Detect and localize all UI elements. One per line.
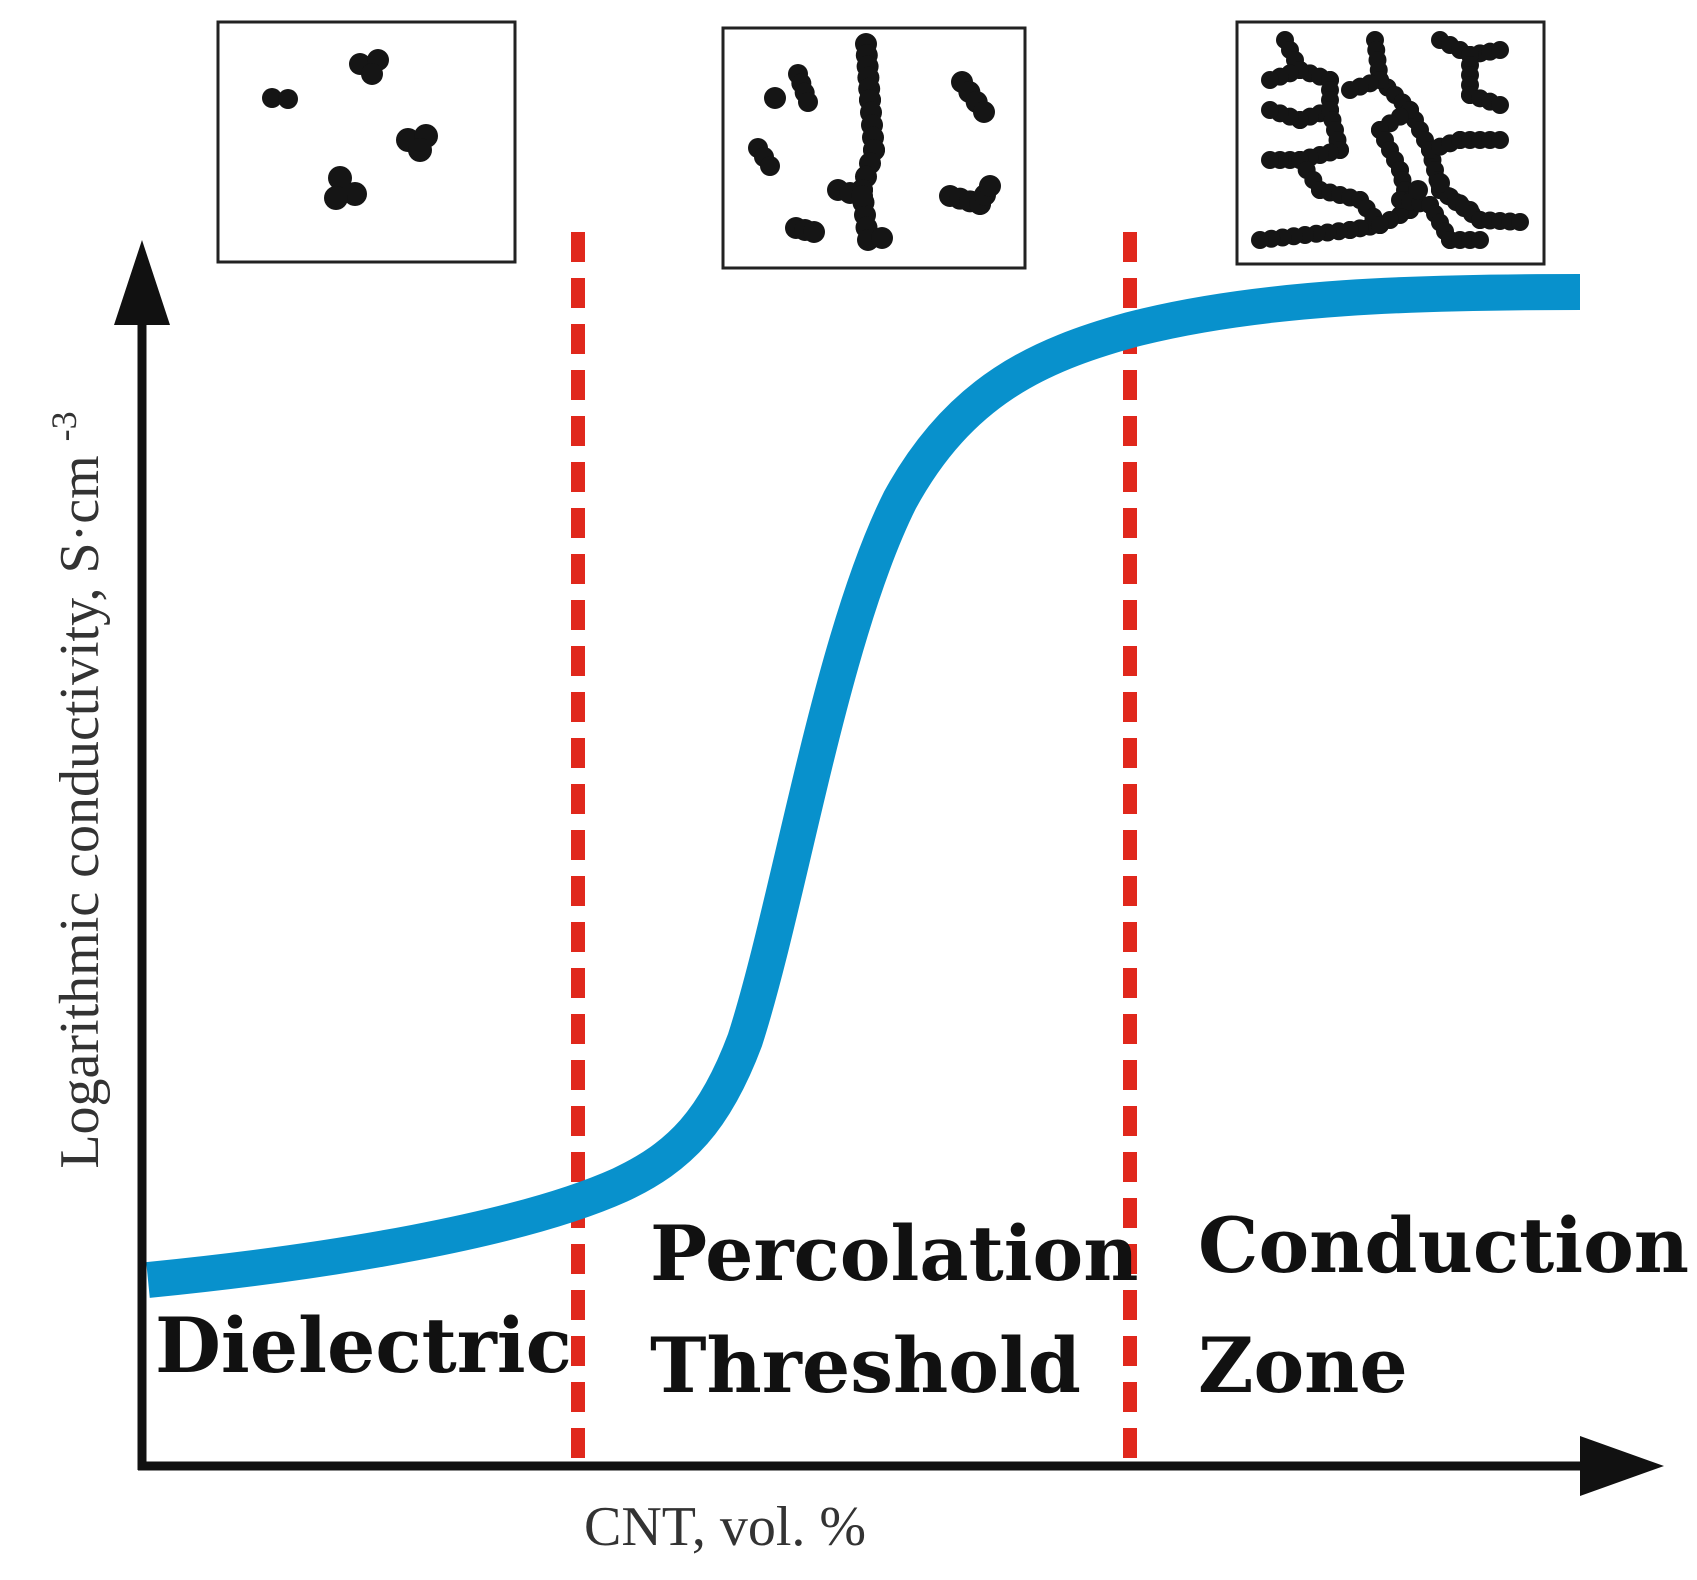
inset-panel-network <box>1235 20 1546 266</box>
chain-particle <box>1511 213 1529 231</box>
isolated-particle <box>871 227 893 249</box>
x-axis-label: CNT, vol. % <box>584 1496 866 1558</box>
chain-particle <box>1471 231 1489 249</box>
y-axis-label-text: Logarithmic conductivity, S·cm <box>49 455 111 1168</box>
chain-particle <box>760 156 780 176</box>
zone-label-percolation-line-2: Threshold <box>650 1321 1081 1410</box>
zone-label-conduction-line-1: Conduction <box>1198 1201 1689 1290</box>
inset-panel-dispersed <box>216 20 517 264</box>
y-axis-label: Logarithmic conductivity, S·cm -3 <box>44 411 111 1168</box>
chain-particle <box>803 221 825 243</box>
percolated-network-icon <box>1251 31 1529 249</box>
cluster-particle <box>408 138 432 162</box>
chain-particle <box>1261 101 1279 119</box>
chain-particle <box>1341 81 1359 99</box>
network-particle <box>1430 173 1450 193</box>
inset-panel-chains <box>721 26 1027 270</box>
chain-particle <box>1261 71 1279 89</box>
chain-particle <box>851 185 873 207</box>
dispersed-particles-icon <box>262 49 438 210</box>
chain-particle <box>979 175 1001 197</box>
cluster-particle <box>361 63 383 85</box>
cluster-particle <box>343 182 367 206</box>
chain-particle <box>1371 216 1389 234</box>
y-axis-arrowhead-icon <box>114 240 170 325</box>
chain-particle <box>798 92 818 112</box>
chain-particle <box>1261 151 1279 169</box>
x-axis-arrowhead-icon <box>1580 1436 1664 1496</box>
zone-label-conduction-line-2: Zone <box>1198 1321 1408 1410</box>
zone-label-percolation-line-1: Percolation <box>650 1209 1139 1298</box>
chain-particle <box>973 101 995 123</box>
y-axis-label-unit-exponent: -3 <box>44 411 84 441</box>
conductivity-curve <box>146 274 1581 1298</box>
cluster-particle <box>262 88 282 108</box>
chain-particle <box>1491 131 1509 149</box>
y-axis-label-group: Logarithmic conductivity, S·cm -3 <box>44 411 111 1168</box>
chain-particle <box>1491 96 1509 114</box>
cluster-particle <box>278 89 298 109</box>
chain-particle <box>1491 41 1509 59</box>
cluster-particle <box>324 186 348 210</box>
network-particle <box>1408 180 1428 200</box>
isolated-particle <box>764 87 786 109</box>
zone-label-dielectric: Dielectric <box>155 1301 572 1390</box>
chain-forming-particles-icon <box>748 33 1001 251</box>
chain-particle <box>1251 231 1269 249</box>
cluster-particle <box>328 166 352 190</box>
